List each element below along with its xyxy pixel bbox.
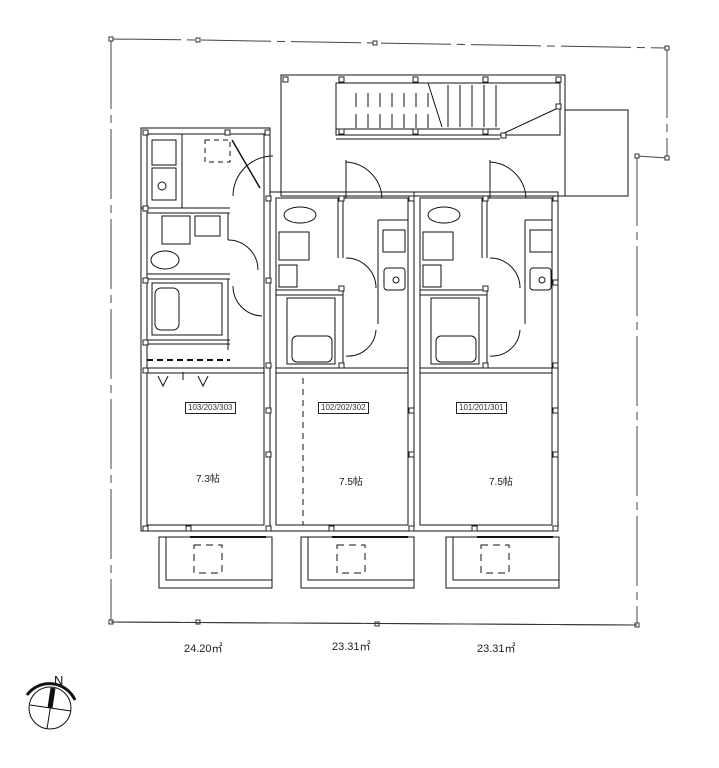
room-size-center: 7.5帖 <box>339 477 363 488</box>
unit-right-walls <box>413 160 559 532</box>
unit-tag-center: 102/202/302 <box>318 402 369 414</box>
dimension-line <box>110 621 638 626</box>
unit-tag-left: 103/203/303 <box>185 402 236 414</box>
floor-area-right: 23.31㎡ <box>477 643 516 655</box>
compass-north-label: N <box>54 673 64 688</box>
unit-tag-right: 101/201/301 <box>456 402 507 414</box>
floor-area-center: 23.31㎡ <box>332 641 371 653</box>
compass-icon <box>25 682 77 730</box>
room-size-left: 7.3帖 <box>196 474 220 485</box>
floor-area-left: 24.20㎡ <box>184 643 223 655</box>
columns <box>142 76 562 532</box>
balconies <box>158 536 560 589</box>
staircase <box>280 74 629 197</box>
room-size-right: 7.5帖 <box>489 477 513 488</box>
